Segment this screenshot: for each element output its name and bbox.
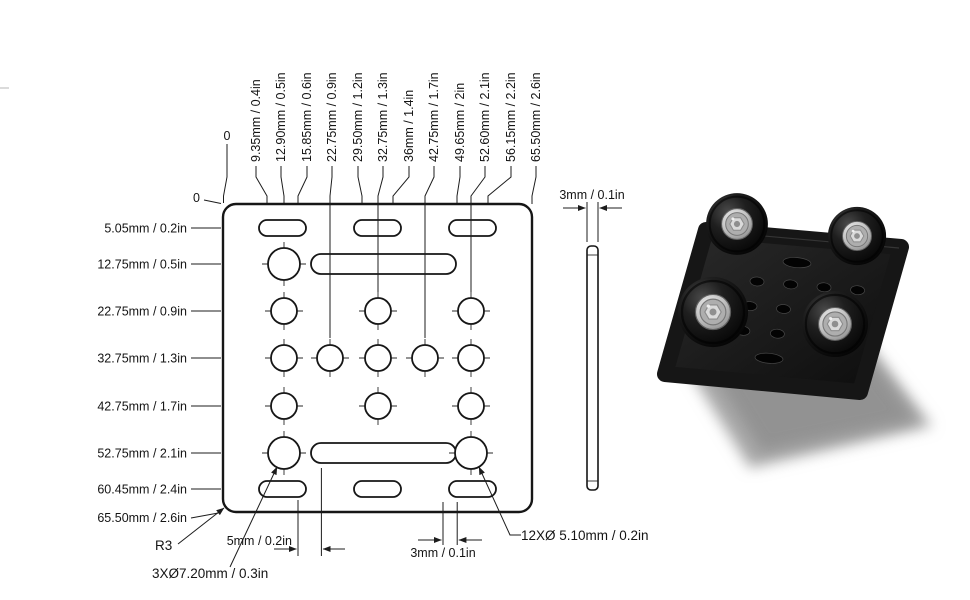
hole-7.2mm [262,242,306,286]
hole-5.1mm [265,292,303,330]
small-holes-note: 12XØ 5.10mm / 0.2in [521,528,649,543]
top-dim-label: 49.65mm / 2in [453,83,467,162]
bottom-annotations: R3 5mm / 0.2in 3mm / 0.1in 3XØ7.20mm / 0… [152,466,649,581]
hole-5.1mm [406,339,444,377]
left-dimension-leaders [190,199,222,519]
top-dim-label: 29.50mm / 1.2in [351,72,365,162]
origin-y-label: 0 [193,191,200,205]
slot-long-lower [310,442,457,464]
thickness-label: 3mm / 0.1in [559,188,624,202]
hole-5.1mm [311,339,349,377]
top-dimension-labels: 0 9.35mm / 0.4in 12.90mm / 0.5in 15.85mm… [224,72,543,162]
plate-side-view: 3mm / 0.1in [559,188,625,491]
v-wheel [800,289,870,359]
small-holes-leader [478,466,521,536]
top-dim-label: 22.75mm / 0.9in [325,72,339,162]
large-holes-note: 3XØ7.20mm / 0.3in [152,566,268,581]
left-dim-label: 12.75mm / 0.5in [97,258,187,272]
side-profile [586,245,599,491]
left-dim-label: 22.75mm / 0.9in [97,305,187,319]
top-dim-label: 12.90mm / 0.5in [274,72,288,162]
v-wheel [826,205,888,267]
hole-5.1mm [265,339,303,377]
slot-long-upper [310,253,457,275]
v-wheel [676,275,750,349]
hole-5.1mm [359,387,397,425]
hole-5.1mm [359,292,397,330]
plate-front-view [221,166,534,514]
left-dim-label: 32.75mm / 1.3in [97,352,187,366]
top-dim-label: 52.60mm / 2.1in [478,72,492,162]
slot-bottom-right [448,480,497,498]
large-holes-leader [229,466,278,568]
edge-gap-label: 3mm / 0.1in [410,546,475,560]
hole-5.1mm [359,339,397,377]
top-dim-label: 65.50mm / 2.6in [529,72,543,162]
origin-x-label: 0 [224,129,231,143]
top-dim-label: 42.75mm / 1.7in [427,72,441,162]
top-dim-label: 32.75mm / 1.3in [376,72,390,162]
slot-bottom-middle [353,480,402,498]
hole-5.1mm [452,292,490,330]
left-dim-label: 5.05mm / 0.2in [104,222,187,236]
hole-7.2mm [449,431,493,475]
slot-gap-label: 5mm / 0.2in [227,534,292,548]
top-dim-label: 9.35mm / 0.4in [249,79,263,162]
hole-7.2mm [262,431,306,475]
hole-5.1mm [452,387,490,425]
product-render [657,192,932,468]
slot-top-right [448,219,497,237]
top-dim-label: 15.85mm / 0.6in [300,72,314,162]
left-dimension-labels: 0 5.05mm / 0.2in 12.75mm / 0.5in 22.75mm… [97,191,200,525]
left-dim-label: 60.45mm / 2.4in [97,483,187,497]
left-dim-label: 52.75mm / 2.1in [97,447,187,461]
slot-bottom-left [258,480,307,498]
corner-radius-label: R3 [155,538,172,553]
hole-5.1mm [265,387,303,425]
corner-radius-leader [177,507,225,545]
hole-5.1mm [452,339,490,377]
top-dim-label: 36mm / 1.4in [402,90,416,162]
slot-top-left [258,219,307,237]
v-wheel [705,192,769,256]
left-dim-label: 42.75mm / 1.7in [97,400,187,414]
top-dimension-leaders [223,144,537,204]
left-dim-label: 65.50mm / 2.6in [97,511,187,525]
plate-holes-3d [735,257,865,364]
top-dim-label: 56.15mm / 2.2in [504,72,518,162]
